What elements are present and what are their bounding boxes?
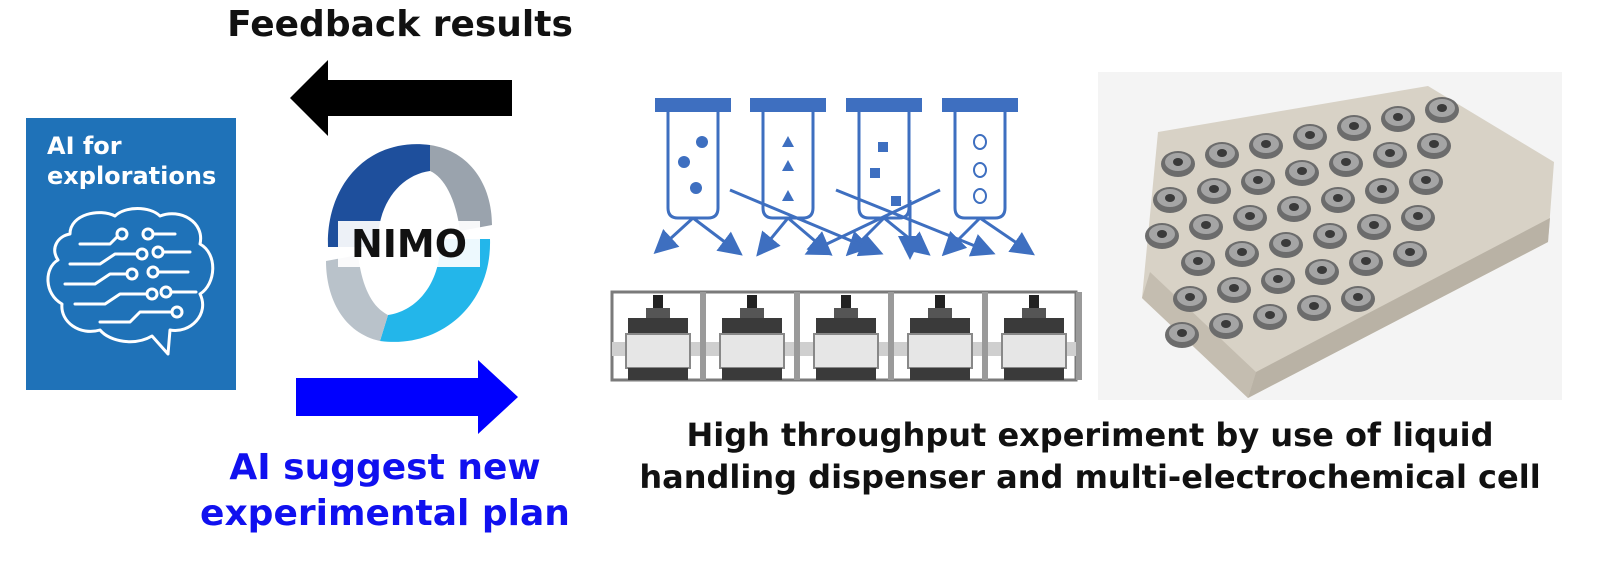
electrochemical-cell xyxy=(1001,292,1082,380)
cell-screw xyxy=(1145,223,1179,249)
cell-screw xyxy=(1305,259,1339,285)
cell-screw xyxy=(1261,268,1295,294)
cell-screw xyxy=(1381,106,1415,132)
cell-screw xyxy=(1269,232,1303,258)
cell-screw xyxy=(1233,205,1267,231)
cell-screw xyxy=(1297,295,1331,321)
cell-screw xyxy=(1253,304,1287,330)
multi-cell-plate-photo xyxy=(1098,72,1562,400)
cell-screw xyxy=(1225,241,1259,267)
cell-screw xyxy=(1181,250,1215,276)
cell-screw xyxy=(1189,214,1223,240)
cell-screw xyxy=(1277,196,1311,222)
cell-screw xyxy=(1341,286,1375,312)
electrochemical-cell xyxy=(719,292,800,380)
ai-explorations-card: AI for explorations xyxy=(26,118,236,390)
cell-screw xyxy=(1197,178,1231,204)
cell-screw xyxy=(1357,214,1391,240)
electrochemical-cell xyxy=(907,292,988,380)
feedback-results-label: Feedback results xyxy=(227,4,573,45)
dispenser-schematic xyxy=(610,98,1082,382)
ai-card-title-line2: explorations xyxy=(47,162,217,190)
cell-screw xyxy=(1313,223,1347,249)
cell-screw xyxy=(1329,151,1363,177)
electrochemical-cell xyxy=(813,292,894,380)
experiment-caption: High throughput experiment by use of liq… xyxy=(610,414,1570,498)
brain-circuit-icon xyxy=(46,207,215,356)
nimo-logo: NIMO xyxy=(326,144,492,342)
cell-screw xyxy=(1241,169,1275,195)
cell-screw xyxy=(1401,205,1435,231)
ai-suggest-line2: experimental plan xyxy=(200,493,570,534)
cell-screw xyxy=(1337,115,1371,141)
ai-suggest-label: AI suggest new experimental plan xyxy=(185,445,585,537)
cell-screw xyxy=(1217,277,1251,303)
cell-screw xyxy=(1425,97,1459,123)
electrochemical-cell xyxy=(625,292,706,380)
cell-screw xyxy=(1173,286,1207,312)
cell-screw xyxy=(1373,142,1407,168)
cell-screw xyxy=(1349,250,1383,276)
ai-card-title-line1: AI for xyxy=(47,132,122,160)
feedback-arrow xyxy=(290,60,512,136)
cell-screw xyxy=(1417,133,1451,159)
cell-screw xyxy=(1321,187,1355,213)
cell-screw xyxy=(1409,169,1443,195)
cell-screw xyxy=(1161,151,1195,177)
dispenser-tubes xyxy=(655,98,1018,220)
cell-screw xyxy=(1293,124,1327,150)
caption-line2: handling dispenser and multi-electrochem… xyxy=(639,458,1541,496)
cell-screw xyxy=(1365,178,1399,204)
dispense-arrows xyxy=(653,188,1035,260)
cell-screw xyxy=(1205,142,1239,168)
nimo-logo-text: NIMO xyxy=(351,222,467,266)
cell-screw xyxy=(1393,241,1427,267)
cell-screw xyxy=(1285,160,1319,186)
cell-screw xyxy=(1209,313,1243,339)
ai-suggest-line1: AI suggest new xyxy=(229,447,541,488)
plan-arrow xyxy=(296,360,518,434)
caption-line1: High throughput experiment by use of liq… xyxy=(686,416,1494,454)
cell-screw xyxy=(1165,322,1199,348)
cell-screw xyxy=(1249,133,1283,159)
cell-screw xyxy=(1153,187,1187,213)
